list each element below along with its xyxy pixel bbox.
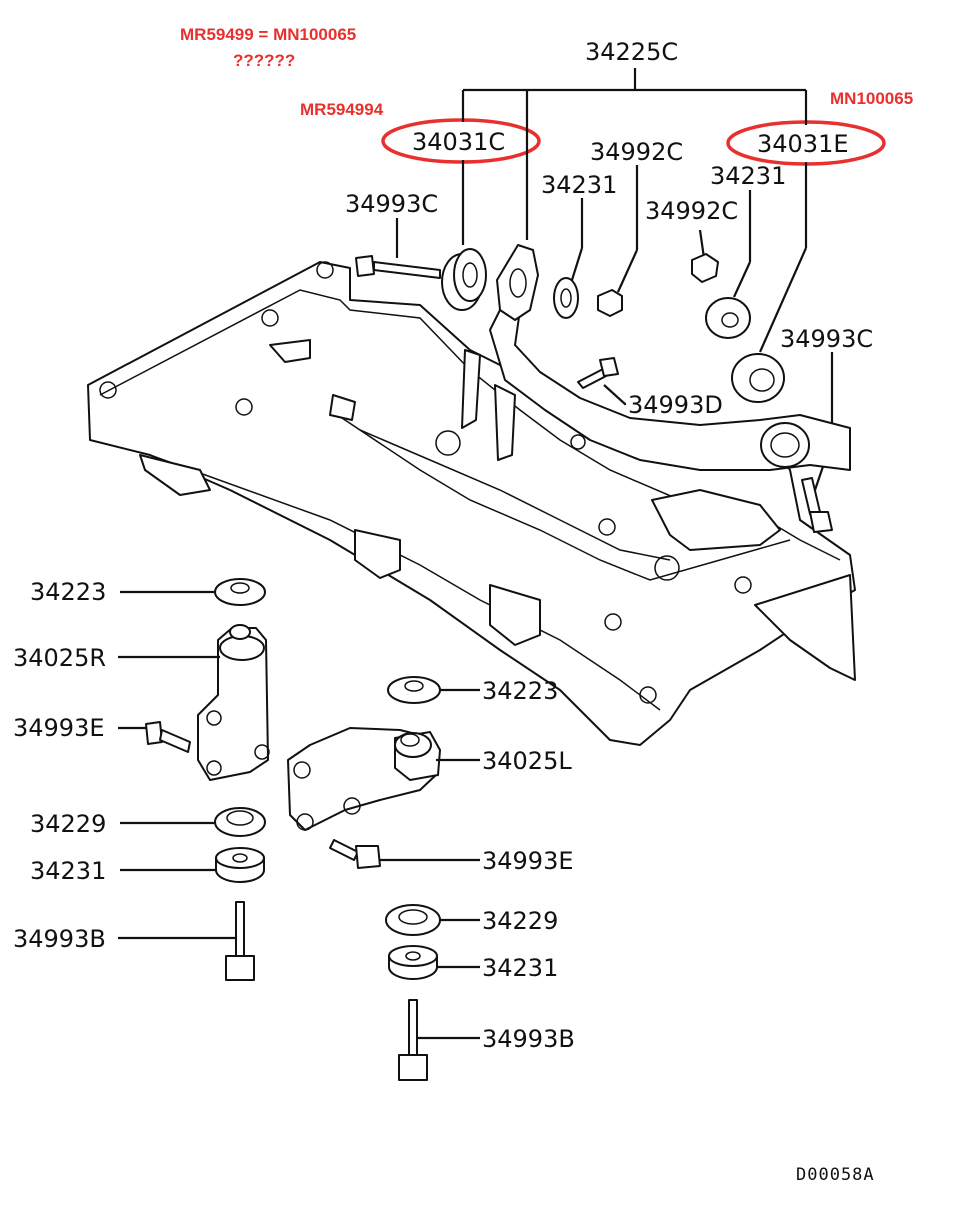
- label-34992C-b: 34992C: [645, 197, 738, 225]
- label-34031C: 34031C: [412, 128, 505, 156]
- label-34229-left: 34229: [30, 810, 106, 838]
- right-mount-group: [287, 676, 441, 1081]
- bracket-34225C: [461, 68, 808, 353]
- label-34993E-right: 34993E: [482, 847, 574, 875]
- bushing-34031C: [441, 248, 487, 311]
- label-34993B-right: 34993B: [482, 1025, 575, 1053]
- nut-34992C-b: [691, 253, 719, 283]
- label-34992C-a: 34992C: [590, 138, 683, 166]
- left-note: MR594994: [300, 100, 384, 119]
- label-34231-b: 34231: [710, 162, 786, 190]
- leader-lines-left: [118, 590, 236, 940]
- label-34993C-left: 34993C: [345, 190, 438, 218]
- label-34231-left: 34231: [30, 857, 106, 885]
- label-34025L: 34025L: [482, 747, 572, 775]
- right-note: MN100065: [830, 89, 913, 108]
- leader-lines-right: [380, 688, 480, 1040]
- highlight-ring-34031C: [381, 118, 541, 164]
- leader-lines-top: [395, 165, 834, 491]
- left-mount-group: [145, 578, 270, 981]
- washer-34231-top-b: [705, 297, 751, 339]
- crossmember-body: [87, 261, 856, 746]
- bolt-34993D: [577, 357, 619, 389]
- bushing-34031E: [731, 353, 785, 403]
- label-34223-right: 34223: [482, 677, 558, 705]
- label-34993C-right: 34993C: [780, 325, 873, 353]
- top-note-line1: MR59499 = MN100065: [180, 25, 356, 44]
- label-34025R: 34025R: [13, 644, 106, 672]
- top-note-line2: ??????: [233, 51, 295, 70]
- washer-34231-top-a: [553, 277, 579, 319]
- label-34231-right: 34231: [482, 954, 558, 982]
- diagram-code: D00058A: [796, 1165, 875, 1185]
- label-34231-a: 34231: [541, 171, 617, 199]
- bolt-34993C-right: [801, 477, 833, 533]
- label-34223-left: 34223: [30, 578, 106, 606]
- bracket-plate-34225C: [496, 244, 539, 321]
- label-34993B-left: 34993B: [13, 925, 106, 953]
- label-34229-right: 34229: [482, 907, 558, 935]
- label-34031E: 34031E: [757, 130, 849, 158]
- bolt-34993C-left: [355, 255, 441, 279]
- label-34993D: 34993D: [628, 391, 723, 419]
- label-34993E-left: 34993E: [13, 714, 105, 742]
- label-34225C: 34225C: [585, 38, 678, 66]
- nut-34992C-a: [597, 289, 623, 317]
